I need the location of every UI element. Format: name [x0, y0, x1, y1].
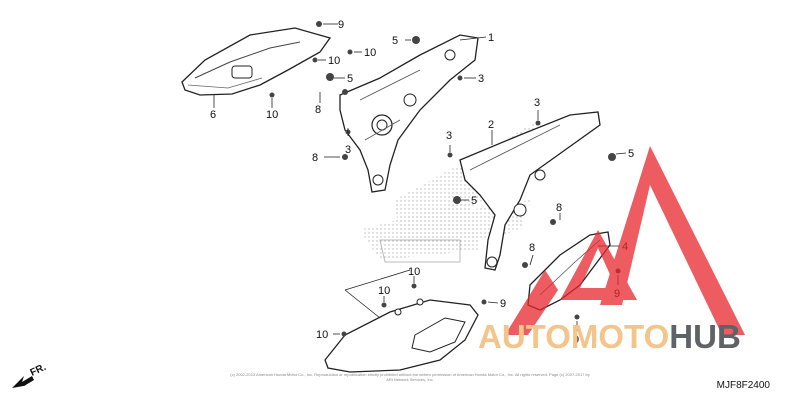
callout-3: 3: [534, 97, 540, 109]
callout-9: 9: [338, 19, 344, 31]
callout-5: 5: [392, 35, 398, 47]
callout-2: 2: [488, 119, 494, 131]
callout-8: 8: [312, 152, 318, 164]
part-2-frame-bracket: [459, 111, 601, 271]
part-lower-cover: [324, 298, 479, 373]
callout-3: 3: [345, 144, 351, 156]
callout-3: 3: [478, 73, 484, 85]
parts-code: MJF8F2400: [716, 380, 770, 391]
callout-1: 1: [488, 32, 494, 44]
callout-10: 10: [328, 55, 340, 67]
callout-6: 6: [210, 109, 216, 121]
part-1-bracket: [339, 34, 479, 193]
callout-5: 5: [471, 195, 477, 207]
callout-10: 10: [316, 329, 328, 341]
callout-3: 3: [446, 130, 452, 142]
callout-8: 8: [529, 242, 535, 254]
watermark-text: AUTOMOTOHUB: [478, 318, 741, 356]
part-6-upper-cover: [181, 27, 332, 96]
direction-label: FR.: [29, 362, 48, 379]
callout-10: 10: [266, 109, 278, 121]
front-arrow-icon: FR.: [12, 362, 48, 388]
callout-9: 9: [500, 298, 506, 310]
watermark-text-hub: HUB: [669, 318, 741, 355]
callout-8: 8: [315, 104, 321, 116]
callout-10: 10: [378, 285, 390, 297]
watermark-text-auto: AUTOMOTO: [478, 318, 670, 355]
callout-9: 9: [573, 334, 579, 346]
callout-5: 5: [628, 148, 634, 160]
callout-10: 10: [364, 47, 376, 59]
callout-8: 8: [556, 202, 562, 214]
callout-10: 10: [408, 266, 420, 278]
callout-5: 5: [347, 73, 353, 85]
copyright-notice: (c) 2002-2013 American Honda Motor Co., …: [230, 372, 590, 382]
watermark-logo: [505, 146, 745, 335]
